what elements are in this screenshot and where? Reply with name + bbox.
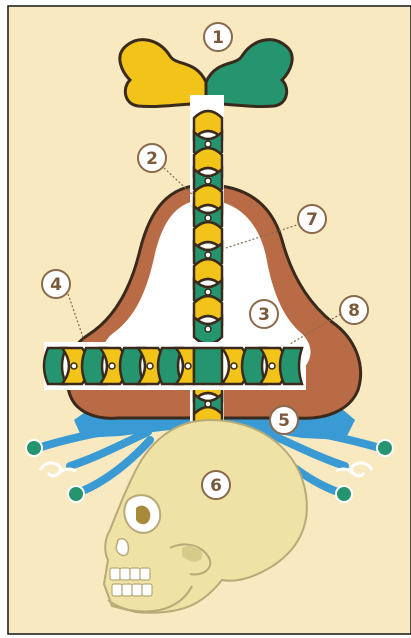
badge-label-2: 2 xyxy=(146,149,158,169)
badge-label-5: 5 xyxy=(278,411,290,431)
badge-2: 2 xyxy=(138,144,166,172)
badge-label-1: 1 xyxy=(212,28,224,48)
badge-label-8: 8 xyxy=(348,301,360,321)
badge-label-7: 7 xyxy=(306,210,318,230)
badge-7: 7 xyxy=(298,205,326,233)
badge-4: 4 xyxy=(42,270,70,298)
badge-label-3: 3 xyxy=(258,305,270,325)
badge-8: 8 xyxy=(340,296,368,324)
badge-1: 1 xyxy=(204,23,232,51)
badge-label-4: 4 xyxy=(50,275,62,295)
badge-3: 3 xyxy=(250,300,278,328)
badge-5: 5 xyxy=(270,406,298,434)
skull-nose xyxy=(116,539,128,556)
badge-6: 6 xyxy=(202,471,230,499)
badge-label-6: 6 xyxy=(210,476,222,496)
